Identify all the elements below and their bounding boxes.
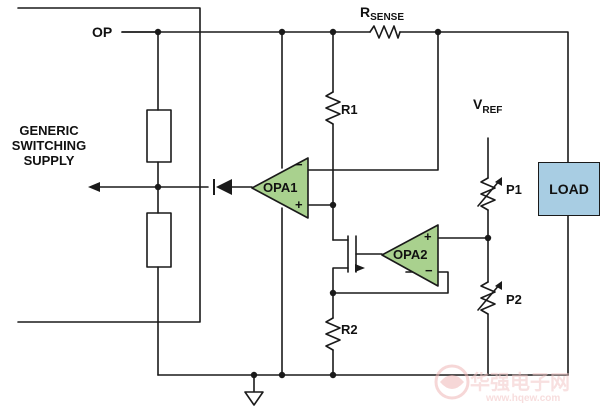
opa1-label: OPA1 <box>263 180 298 195</box>
junction-dot <box>329 201 337 209</box>
junction-dot <box>329 289 337 297</box>
rsense-to-load-wire <box>399 31 569 163</box>
feedback-arrow-icon <box>88 182 100 192</box>
junction-dot <box>278 371 286 379</box>
mosfet-source-arrow-icon <box>355 264 365 272</box>
junction-dot <box>329 28 337 36</box>
opa2-label: OPA2 <box>393 247 428 262</box>
junction-dot <box>250 371 258 379</box>
junction-dot <box>278 28 286 36</box>
p1-wiper-arrow-icon <box>495 177 502 186</box>
supply-enclosure <box>17 7 201 323</box>
vref-label: VREF <box>473 96 503 116</box>
opa1-inverting-wire <box>307 31 439 171</box>
junction-dot <box>434 28 442 36</box>
ground-icon <box>244 391 264 406</box>
opa2-plus-sign: + <box>424 229 432 244</box>
divider-resistor-bottom <box>146 212 172 268</box>
opa1-triangle <box>251 157 309 219</box>
opa1-plus-sign: + <box>295 197 303 212</box>
p2-zigzag <box>480 281 496 315</box>
load-label: LOAD <box>549 181 589 197</box>
p1-zigzag <box>480 177 496 211</box>
r2-zigzag <box>325 317 341 351</box>
mosfet-source-wire <box>332 267 349 294</box>
junction-dot <box>329 371 337 379</box>
p2-label: P2 <box>506 292 522 307</box>
r1-label: R1 <box>341 102 358 117</box>
rsense-zigzag <box>369 25 401 39</box>
watermark-url: www.hqew.com <box>486 393 561 404</box>
p1-wiper <box>477 179 501 207</box>
p1-label: P1 <box>506 182 522 197</box>
watermark-chinese: 华强电子网 <box>470 372 570 394</box>
divider-resistor-top <box>146 109 172 163</box>
watermark-logo-icon <box>434 364 470 400</box>
junction-dot <box>154 28 162 36</box>
supply-label: GENERIC SWITCHING SUPPLY <box>11 123 87 168</box>
p2-wiper-arrow-icon <box>495 281 502 290</box>
opa2-minus-sign: − <box>425 263 433 278</box>
junction-dot <box>484 234 492 242</box>
opa2-triangle <box>381 224 439 287</box>
p2-wiper <box>477 283 501 311</box>
junction-dot <box>154 183 162 191</box>
r2-label: R2 <box>341 322 358 337</box>
load-box: LOAD <box>538 162 600 216</box>
r1-zigzag <box>325 91 341 125</box>
opa1-minus-sign: − <box>295 157 303 172</box>
rsense-label: RSENSE <box>360 4 405 23</box>
diode-icon <box>213 179 232 195</box>
op-label: OP <box>92 24 113 40</box>
